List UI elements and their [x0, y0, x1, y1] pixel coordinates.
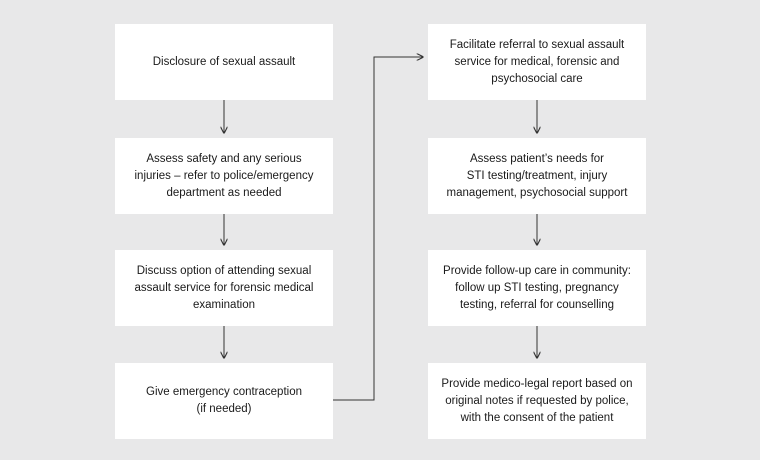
- step-label-discuss-option: Discuss option of attending sexual assau…: [134, 264, 314, 311]
- step-box-discuss-option: Discuss option of attending sexual assau…: [115, 250, 333, 326]
- step-box-assess-safety: Assess safety and any serious injuries –…: [115, 138, 333, 214]
- step-box-facilitate-referral: Facilitate referral to sexual assault se…: [428, 24, 646, 100]
- step-box-emergency-contraception: Give emergency contraception (if needed): [115, 363, 333, 439]
- arrow-emergency-contraception-to-facilitate-referral: [333, 57, 423, 401]
- step-label-assess-needs: Assess patient’s needs for STI testing/t…: [446, 152, 628, 199]
- step-label-follow-up-care: Provide follow-up care in community: fol…: [443, 264, 631, 311]
- step-box-disclosure: Disclosure of sexual assault: [115, 24, 333, 100]
- step-label-emergency-contraception: Give emergency contraception (if needed): [146, 386, 302, 415]
- step-label-medico-legal-report: Provide medico-legal report based on ori…: [441, 377, 633, 424]
- step-label-assess-safety: Assess safety and any serious injuries –…: [134, 152, 314, 199]
- step-box-follow-up-care: Provide follow-up care in community: fol…: [428, 250, 646, 326]
- step-box-medico-legal-report: Provide medico-legal report based on ori…: [428, 363, 646, 439]
- step-box-assess-needs: Assess patient’s needs for STI testing/t…: [428, 138, 646, 214]
- step-label-disclosure: Disclosure of sexual assault: [152, 55, 296, 68]
- step-label-facilitate-referral: Facilitate referral to sexual assault se…: [449, 38, 625, 85]
